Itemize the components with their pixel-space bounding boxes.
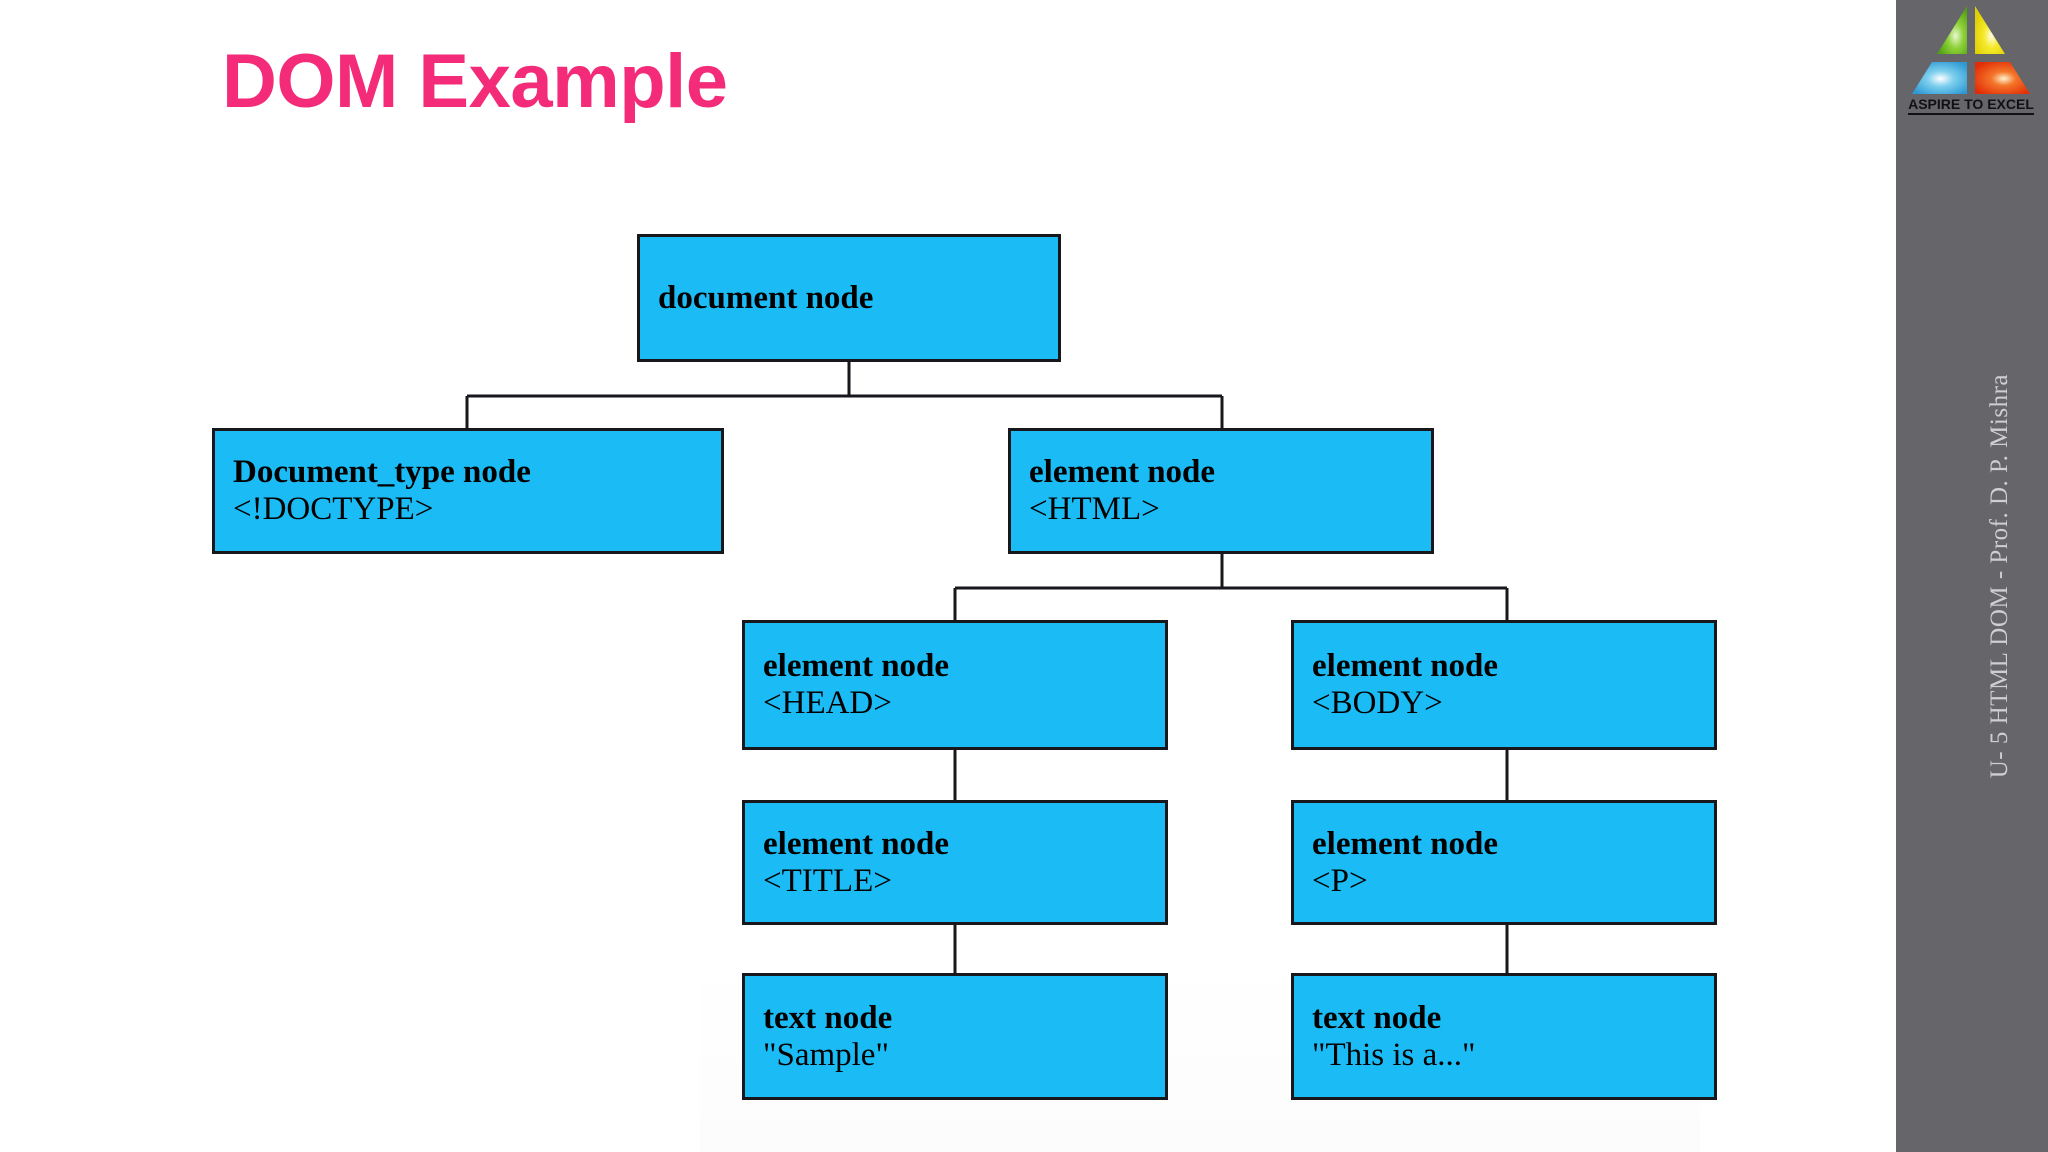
logo-triangle-icon: ASPIRE TO EXCEL: [1908, 6, 2034, 115]
node-html-label: element node: [1029, 454, 1216, 491]
node-title-label: element node: [763, 825, 950, 862]
node-text-sample[interactable]: text node "Sample": [742, 973, 1168, 1100]
right-sidebar: [1896, 0, 2048, 1152]
node-head-value: <HEAD>: [763, 685, 892, 721]
node-body-label: element node: [1312, 648, 1499, 685]
node-doctype-label: Document_type node: [233, 454, 531, 491]
aspire-to-excel-logo: ASPIRE TO EXCEL: [1896, 2, 2046, 120]
node-doctype-value: <!DOCTYPE>: [233, 491, 434, 527]
node-head[interactable]: element node <HEAD>: [742, 620, 1168, 750]
node-document-label: document node: [658, 279, 874, 316]
node-html[interactable]: element node <HTML>: [1008, 428, 1434, 554]
node-body-value: <BODY>: [1312, 685, 1443, 721]
logo-tagline: ASPIRE TO EXCEL: [1908, 96, 2034, 112]
node-text-this-value: "This is a...": [1312, 1036, 1476, 1073]
node-text-this[interactable]: text node "This is a...": [1291, 973, 1717, 1100]
node-text-this-label: text node: [1312, 999, 1442, 1036]
node-title-value: <TITLE>: [763, 862, 892, 899]
dom-tree-diagram: document node Document_type node <!DOCTY…: [212, 234, 1717, 1100]
node-p-label: element node: [1312, 825, 1499, 862]
node-html-value: <HTML>: [1029, 491, 1160, 527]
node-document[interactable]: document node: [637, 234, 1061, 362]
node-body[interactable]: element node <BODY>: [1291, 620, 1717, 750]
node-head-label: element node: [763, 648, 950, 685]
node-text-sample-value: "Sample": [763, 1036, 889, 1073]
node-p-value: <P>: [1312, 862, 1368, 899]
node-p[interactable]: element node <P>: [1291, 800, 1717, 925]
sidebar-footer-text: U- 5 HTML DOM - Prof. D. P. Mishra: [1986, 373, 2013, 779]
sidebar-footer-text-wrap: U- 5 HTML DOM - Prof. D. P. Mishra: [1980, 0, 2020, 1152]
node-doctype[interactable]: Document_type node <!DOCTYPE>: [212, 428, 724, 554]
node-title[interactable]: element node <TITLE>: [742, 800, 1168, 925]
page-title: DOM Example: [222, 39, 728, 124]
node-text-sample-label: text node: [763, 999, 893, 1036]
